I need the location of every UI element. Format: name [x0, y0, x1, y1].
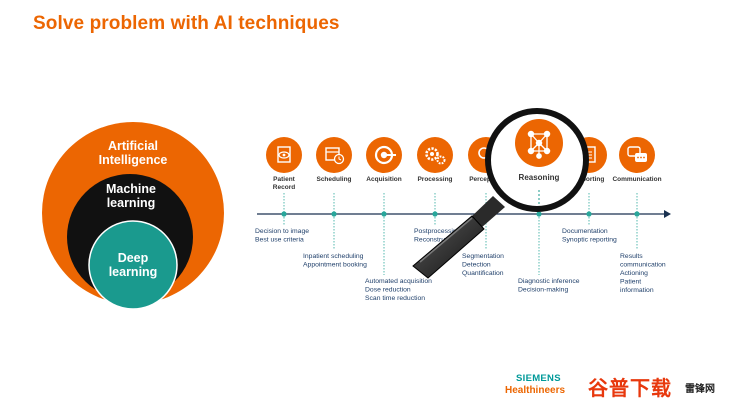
watermark-small-text: 雷锋网 [685, 384, 715, 395]
timeline-dot [634, 211, 640, 217]
timeline-dot [331, 211, 337, 217]
step-label: Perception [469, 176, 503, 183]
step-label: Scheduling [316, 176, 351, 183]
timeline-dot [281, 211, 287, 217]
timeline-arrowhead [664, 210, 671, 218]
timeline-dot [536, 211, 542, 217]
dl-inner-circle [88, 220, 178, 310]
timeline-dot [381, 211, 387, 217]
reasoning-label-magnified: Reasoning [519, 173, 560, 182]
step-label: Reporting [574, 176, 605, 183]
siemens-logo: SIEMENS [516, 373, 561, 384]
document-eye-icon [266, 137, 302, 173]
gears-icon [417, 137, 453, 173]
step-label: Processing [417, 176, 452, 183]
calendar-clock-icon [316, 137, 352, 173]
healthineers-logo: Healthineers [505, 385, 566, 396]
step-label: Communication [612, 176, 661, 183]
step-label: Acquisition [366, 176, 401, 183]
timeline-dot [432, 211, 438, 217]
magnifier-icon: Reasoning [412, 108, 589, 279]
watermark-text: 谷普下载 [588, 378, 672, 400]
timeline-dot [586, 211, 592, 217]
scanner-icon [366, 137, 402, 173]
speech-bubbles-icon [619, 137, 655, 173]
page-title: Solve problem with AI techniques [33, 13, 340, 34]
